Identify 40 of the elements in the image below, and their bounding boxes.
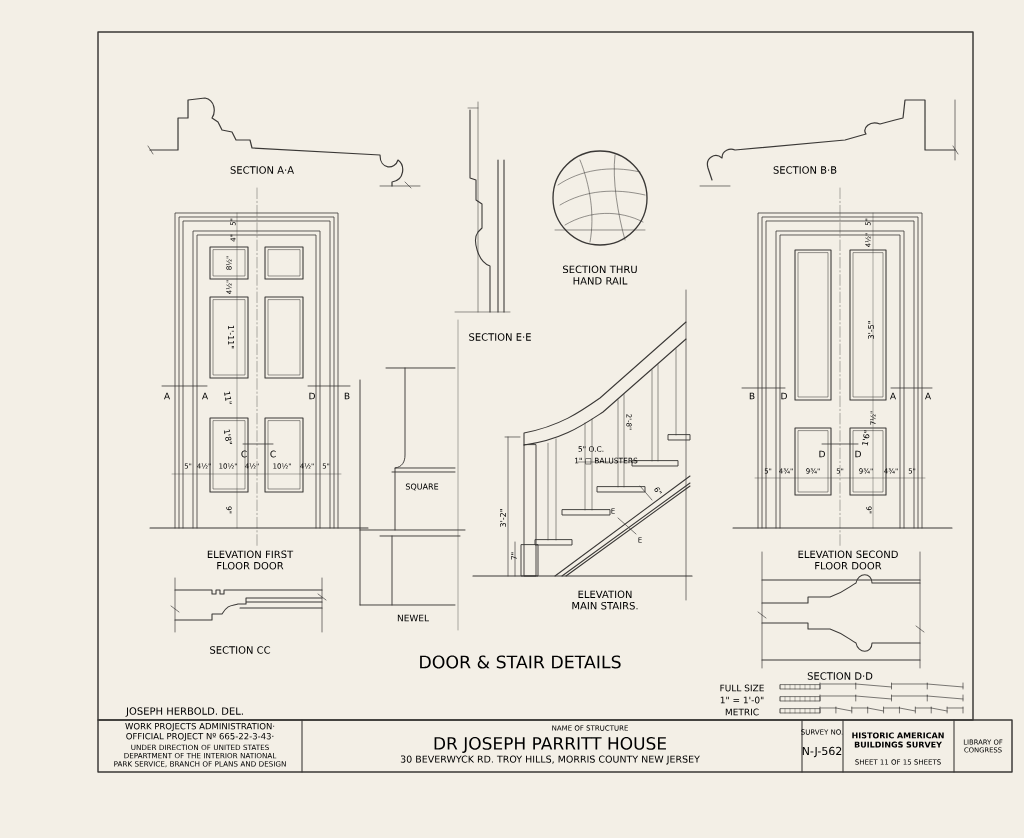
section-marker-letter: A [890,392,896,400]
draftsman-credit: JOSEPH HERBOLD. DEL. [125,707,243,717]
dimension-label: 11" [224,391,232,404]
section-label: SECTION CC [210,646,271,654]
dimension-label: 3'-5" [868,321,874,339]
section-label: ELEVATION FIRST FLOOR DOOR [207,550,294,570]
title-block-text: HISTORIC AMERICAN BUILDINGS SURVEY [852,732,944,748]
section-label: ELEVATION MAIN STAIRS. [572,590,638,610]
section-label: SECTION D·D [807,672,873,680]
section-marker-letter: D [819,450,825,458]
scale-label: METRIC [725,708,759,716]
section-marker-letter: A [202,392,208,400]
section-marker-letter: C [270,450,276,458]
title-block-text: WORK PROJECTS ADMINISTRATION· [125,723,275,731]
scale-label: 1" = 1'-0" [720,696,764,704]
section-marker-letter: B [344,392,350,400]
section-label: NEWEL [397,614,429,622]
section-marker-letter: D [855,450,861,458]
dimension-label: 3'-2" [500,509,506,527]
part-label: SQUARE [405,483,439,491]
title-block-text: DR JOSEPH PARRITT HOUSE [434,737,666,753]
dimension-label: 1'6" [862,430,870,446]
section-label: SECTION THRU HAND RAIL [563,265,637,285]
scale-label: FULL SIZE [720,684,764,692]
title-block-text: N-J-562 [802,746,842,758]
title-block-text: OFFICIAL PROJECT Nº 665-22-3-43· [126,733,274,741]
dimension-label: 1'-11" [228,325,234,349]
section-marker-letter: D [781,392,787,400]
title-block-text: 30 BEVERWYCK RD. TROY HILLS, MORRIS COUNTY NEW JERSEY [400,755,700,765]
section-label: SECTION E·E [469,333,531,341]
section-label: ELEVATION SECOND FLOOR DOOR [798,550,898,570]
section-label: SECTION A·A [230,166,294,174]
dimension-label: 1'8" [223,429,233,444]
section-label: SECTION B·B [773,166,837,174]
section-marker-letter: A [925,392,931,400]
section-marker-letter: A [164,392,170,400]
sheet-title: DOOR & STAIR DETAILS [420,655,621,669]
section-marker-letter: C [241,450,247,458]
section-marker-letter: B [749,392,755,400]
section-marker-letter: D [309,392,315,400]
